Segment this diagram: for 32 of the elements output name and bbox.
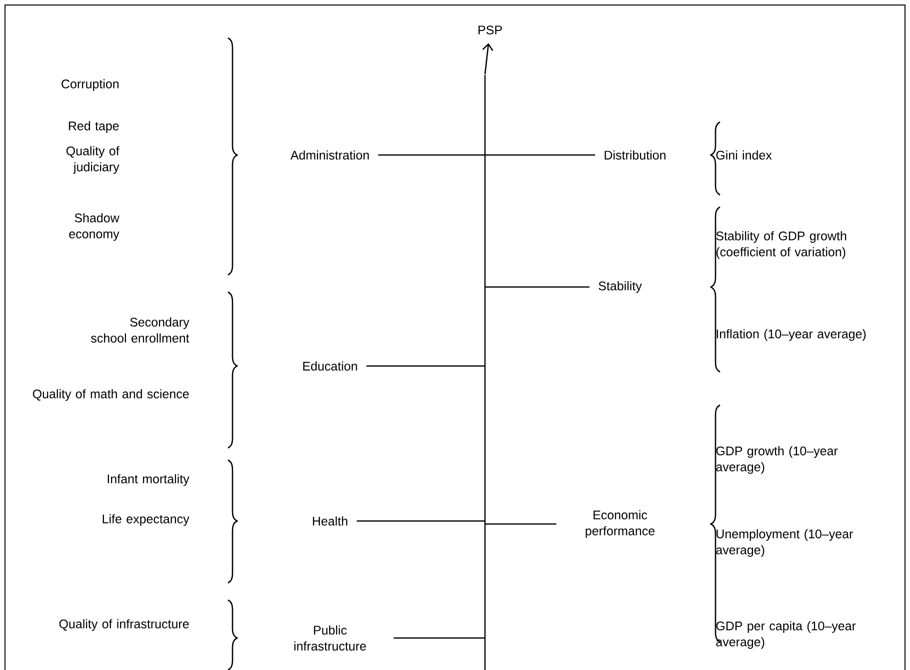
indicator-label: Secondary school enrollment	[91, 317, 190, 343]
connector-line	[485, 154, 596, 156]
indicator-label: Red tape	[68, 121, 119, 133]
category-label: Public infrastructure	[294, 625, 366, 651]
indicator-label: GDP growth (10–year average)	[716, 446, 838, 474]
vertical-axis	[484, 74, 486, 670]
indicator-label: Inflation (10–year average)	[716, 329, 866, 341]
category-label: Health	[312, 516, 348, 526]
indicator-label: Stability of GDP growth (coefficient of variation)	[716, 231, 846, 259]
connector-line	[366, 365, 485, 367]
arrow	[482, 43, 494, 74]
category-label: Economic performance	[586, 510, 655, 538]
category-label: Stability	[598, 281, 642, 293]
indicator-label: Quality of math and science	[32, 389, 189, 401]
indicator-label: Corruption	[62, 79, 119, 91]
indicator-label: Gini index	[716, 150, 772, 160]
connector-line	[378, 154, 485, 156]
axis-label: PSP	[478, 26, 502, 34]
indicator-label: Quality of infrastructure	[59, 619, 189, 631]
indicator-label: Unemployment (10–year average)	[716, 529, 853, 557]
indicator-label: Life expectancy	[102, 514, 190, 526]
category-label: Distribution	[604, 150, 666, 160]
connector-line	[485, 286, 590, 288]
indicator-label: Quality of judiciary	[66, 146, 120, 174]
connector-line	[356, 520, 485, 522]
connector-line	[485, 523, 556, 525]
indicator-label: GDP per capita (10–year average)	[716, 621, 856, 649]
connector-line	[394, 637, 485, 639]
category-label: Administration	[290, 150, 369, 160]
category-label: Education	[303, 361, 357, 371]
indicator-label: Infant mortality	[108, 474, 190, 486]
indicator-label: Shadow economy	[69, 213, 120, 241]
